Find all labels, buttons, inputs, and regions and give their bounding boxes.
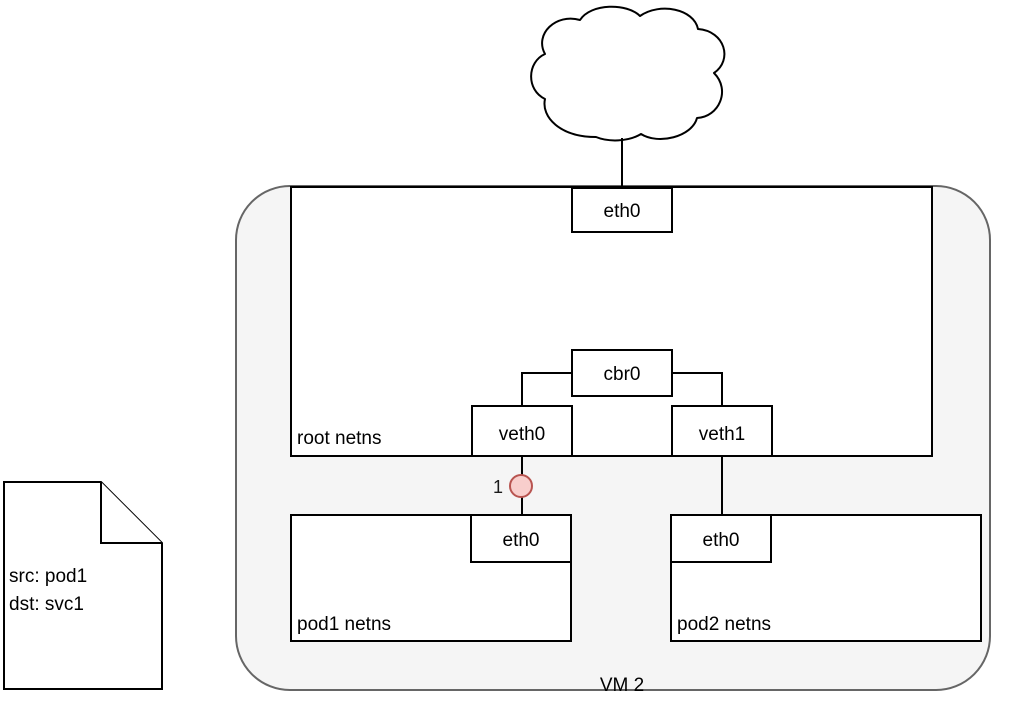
step-marker-1-circle[interactable] [509,474,533,498]
pod1-netns-label: pod1 netns [297,614,391,635]
veth1-label: veth1 [699,424,745,445]
pod2-netns-label: pod2 netns [677,614,771,635]
pod1-eth0-label: eth0 [503,530,540,551]
veth0-label: veth0 [499,424,545,445]
cbr0-label: cbr0 [604,364,641,385]
edge-cbr0-to-veth0 [521,372,572,406]
edge-cbr0-to-veth1 [672,372,723,406]
veth1-box[interactable] [671,405,773,457]
pod1-eth0-box[interactable] [470,514,572,563]
vm2-label: VM 2 [600,675,644,696]
packet-note-dst-line: dst: svc1 [9,594,84,615]
internet-cloud-icon[interactable] [530,5,726,142]
pod2-eth0-label: eth0 [703,530,740,551]
pod1-netns-box[interactable] [290,514,572,642]
root-eth0-box[interactable] [571,187,673,233]
pod2-eth0-box[interactable] [670,514,772,563]
step-marker-1-number: 1 [493,477,503,497]
root-netns-label: root netns [297,428,382,449]
cbr0-box[interactable] [571,349,673,397]
packet-note-fold-icon [100,482,162,544]
packet-note-src-line: src: pod1 [9,566,87,587]
root-eth0-label: eth0 [604,201,641,222]
